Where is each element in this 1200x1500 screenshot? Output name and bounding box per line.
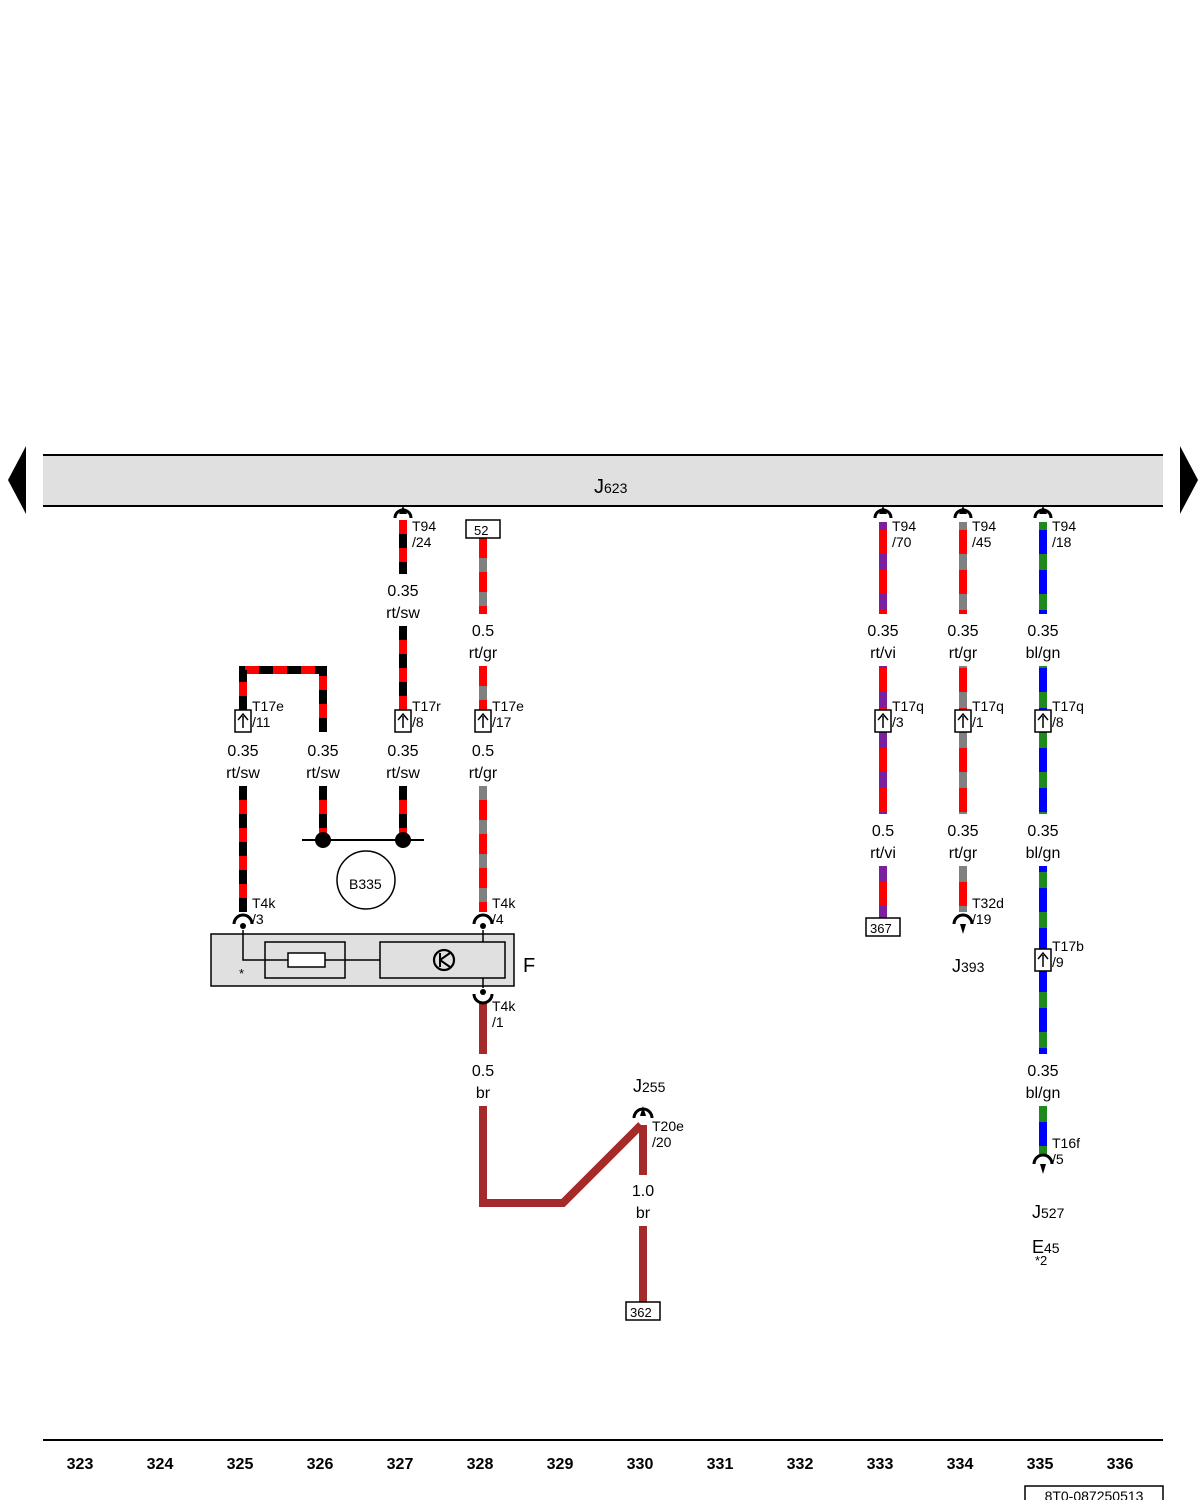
previous-page-arrow-icon[interactable] bbox=[8, 446, 26, 514]
label-j255: J255 bbox=[633, 1076, 666, 1096]
column-number-328: 328 bbox=[467, 1456, 494, 1473]
inline-connector-t17q-8-icon bbox=[1034, 709, 1052, 733]
label-j393: J393 bbox=[952, 956, 985, 976]
label-t17e-17: T17e/17 bbox=[492, 698, 524, 730]
f-label: F bbox=[523, 955, 535, 977]
f-star-label: * bbox=[239, 966, 244, 981]
label-t94-24: T94/24 bbox=[412, 518, 436, 550]
column-number-335: 335 bbox=[1027, 1456, 1054, 1473]
svg-text:52: 52 bbox=[474, 523, 488, 538]
label-t16f-5: T16f/5 bbox=[1052, 1135, 1080, 1167]
label-t94-45: T94/45 bbox=[972, 518, 996, 550]
pin-t32d-19-icon bbox=[952, 913, 974, 934]
inline-connector-t17q-3-icon bbox=[874, 709, 892, 733]
column-numbers: 323 324 325 326 327 328 329 330 331 332 333 334 335 3… bbox=[67, 1456, 1134, 1473]
label-e45-note: *2 bbox=[1035, 1253, 1047, 1268]
pin-t4k-1-icon bbox=[472, 989, 494, 1005]
document-number-box: 8T0-087250513 bbox=[1024, 1485, 1164, 1500]
inline-connector-t17b-9-icon bbox=[1034, 948, 1052, 972]
label-t4k-1: T4k/1 bbox=[492, 998, 516, 1030]
label-j527: J527 bbox=[1032, 1202, 1065, 1222]
label-t17e-11: T17e/11 bbox=[252, 698, 284, 730]
ref-367[interactable]: 367 bbox=[865, 917, 901, 937]
pin-t94-18-icon bbox=[1033, 506, 1053, 519]
label-t17q-1: T17q/1 bbox=[972, 698, 1004, 730]
label-t17b-9: T17b/9 bbox=[1052, 938, 1084, 970]
wire-325-326-loop bbox=[239, 666, 327, 912]
label-t94-18: T94/18 bbox=[1052, 518, 1076, 550]
label-t20e-20: T20e/20 bbox=[652, 1118, 684, 1150]
component-f: * F bbox=[210, 930, 535, 988]
transistor-icon bbox=[432, 948, 456, 972]
label-t17q-3: T17q/3 bbox=[892, 698, 924, 730]
pin-t94-70-icon bbox=[873, 506, 893, 519]
wires bbox=[239, 520, 1047, 1304]
label-e45: E45 bbox=[1032, 1237, 1060, 1257]
connector-labels: T94/24 T94/70 T94/45 T94/18 T17e/11 T17r… bbox=[252, 518, 1084, 1167]
column-number-325: 325 bbox=[227, 1456, 254, 1473]
b335-label: B335 bbox=[349, 876, 382, 892]
ref-362[interactable]: 362 bbox=[625, 1301, 661, 1321]
wire-brown bbox=[479, 1002, 647, 1304]
ref-52[interactable]: 52 bbox=[465, 519, 501, 539]
column-number-326: 326 bbox=[307, 1456, 334, 1473]
pin-t4k-3-icon bbox=[232, 913, 254, 929]
column-number-332: 332 bbox=[787, 1456, 814, 1473]
column-number-334: 334 bbox=[947, 1456, 974, 1473]
pin-t16f-5-icon bbox=[1032, 1153, 1054, 1174]
label-t4k-3: T4k/3 bbox=[252, 895, 276, 927]
svg-text:367: 367 bbox=[870, 921, 892, 936]
pin-t94-24-icon bbox=[393, 506, 413, 519]
column-number-323: 323 bbox=[67, 1456, 94, 1473]
inline-connectors bbox=[234, 709, 1052, 972]
control-module-j623 bbox=[43, 455, 1163, 506]
inline-connector-t17e-11-icon bbox=[234, 709, 252, 733]
column-number-324: 324 bbox=[147, 1456, 174, 1473]
column-number-331: 331 bbox=[707, 1456, 734, 1473]
column-number-336: 336 bbox=[1107, 1456, 1134, 1473]
svg-text:362: 362 bbox=[630, 1305, 652, 1320]
sensor-b335: B335 bbox=[302, 832, 424, 910]
pin-t94-45-icon bbox=[953, 506, 973, 519]
pin-symbols bbox=[232, 506, 1054, 1174]
module-j623-label: J623 bbox=[594, 476, 628, 498]
pin-t20e-20-icon bbox=[632, 1106, 654, 1119]
inline-connector-t17r-8-icon bbox=[394, 709, 412, 733]
column-number-327: 327 bbox=[387, 1456, 414, 1473]
column-number-329: 329 bbox=[547, 1456, 574, 1473]
label-t94-70: T94/70 bbox=[892, 518, 916, 550]
label-t32d-19: T32d/19 bbox=[972, 895, 1004, 927]
inline-connector-t17e-17-icon bbox=[474, 709, 492, 733]
inline-connector-t17q-1-icon bbox=[954, 709, 972, 733]
next-page-arrow-icon[interactable] bbox=[1180, 446, 1198, 514]
column-number-330: 330 bbox=[627, 1456, 654, 1473]
label-t17r-8: T17r/8 bbox=[412, 698, 441, 730]
label-t4k-4: T4k/4 bbox=[492, 895, 516, 927]
label-t17q-8: T17q/8 bbox=[1052, 698, 1084, 730]
document-number: 8T0-087250513 bbox=[1045, 1488, 1144, 1500]
pin-t4k-4-icon bbox=[472, 913, 494, 929]
column-number-333: 333 bbox=[867, 1456, 894, 1473]
